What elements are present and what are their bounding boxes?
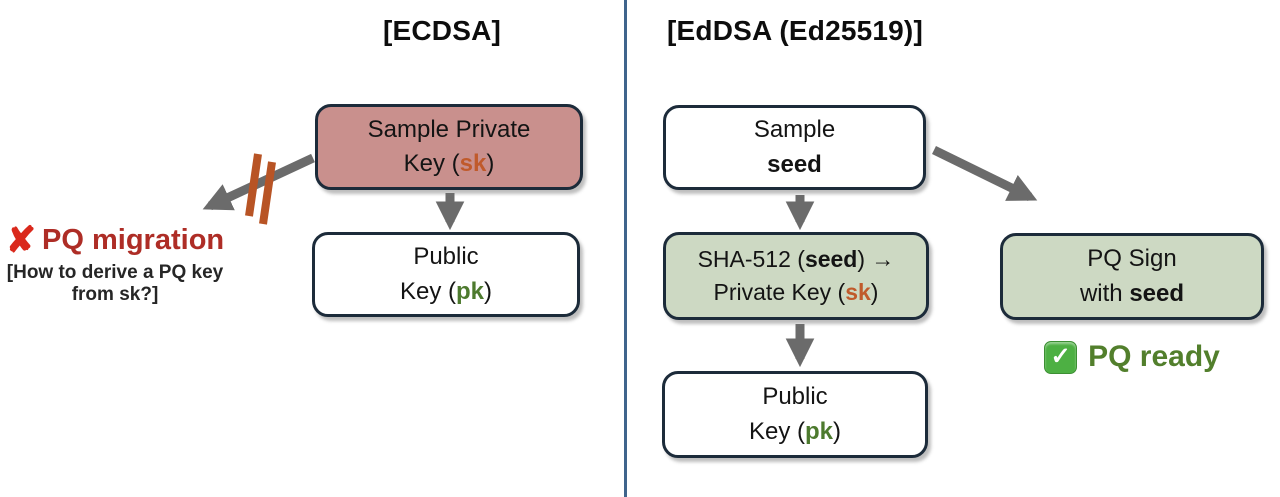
seed-token: seed	[1129, 279, 1185, 307]
eddsa-sample-seed-box: Sample seed	[663, 105, 926, 190]
sk-token: sk	[845, 279, 871, 305]
box-line: Sample Private	[367, 115, 531, 143]
pq-ready-label: PQ ready	[1088, 340, 1220, 373]
ecdsa-panel-title: [ECDSA]	[382, 15, 502, 46]
blocked-slash-icon	[245, 153, 262, 217]
box-line: PQ Sign	[1087, 245, 1177, 273]
box-line: Sample	[753, 116, 836, 144]
pq-migration-label: PQ migration	[42, 223, 225, 256]
box-line: Key (pk)	[748, 417, 842, 445]
box-line: Public	[762, 383, 828, 411]
panel-divider	[624, 0, 627, 497]
ecdsa-public-key-box: Public Key (pk)	[312, 232, 580, 317]
eddsa-public-key-box: Public Key (pk)	[662, 371, 928, 458]
pq-ready-annotation: ✓ PQ ready	[1000, 334, 1264, 380]
seed-token: seed	[804, 246, 858, 273]
arrow-seed-to-pqsign	[932, 145, 1038, 202]
pq-migration-annotation: ✘ PQ migration [How to derive a PQ key f…	[0, 222, 230, 307]
box-line: SHA-512 (seed) →	[697, 246, 895, 273]
sk-token: sk	[459, 150, 487, 177]
arrow-ecdsa-blocked-pq	[202, 153, 315, 211]
box-line: Private Key (sk)	[713, 279, 879, 305]
pq-migration-row: ✘ PQ migration	[0, 222, 230, 258]
box-line: Public	[413, 243, 479, 271]
ecdsa-sample-private-key-box: Sample Private Key (sk)	[315, 104, 583, 190]
box-line: Key (pk)	[399, 277, 493, 305]
pk-token: pk	[805, 417, 834, 445]
pk-token: pk	[456, 277, 485, 305]
eddsa-sha512-box: SHA-512 (seed) → Private Key (sk)	[663, 232, 929, 320]
pq-migration-note: [How to derive a PQ key from sk?]	[6, 262, 224, 306]
box-line: with seed	[1079, 279, 1185, 307]
cross-mark-icon: ✘	[5, 219, 37, 260]
box-line: Key (sk)	[403, 150, 495, 177]
check-mark-icon: ✓	[1044, 340, 1078, 374]
eddsa-pq-sign-box: PQ Sign with seed	[1000, 233, 1264, 320]
box-line: seed	[767, 150, 822, 178]
blocked-slash-icon	[259, 161, 276, 225]
eddsa-panel-title: [EdDSA (Ed25519)]	[667, 15, 923, 46]
